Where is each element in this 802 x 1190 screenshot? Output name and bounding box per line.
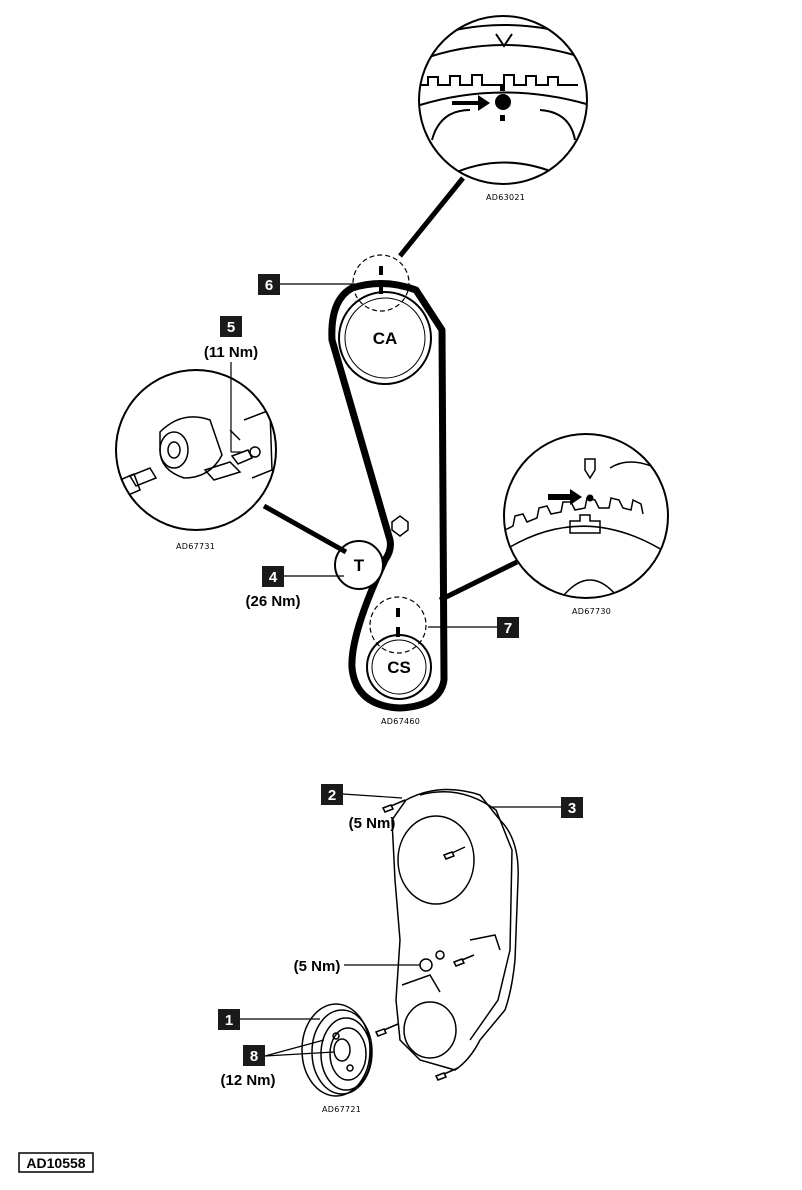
- callout-1: 1: [218, 1009, 240, 1030]
- svg-text:7: 7: [504, 620, 512, 637]
- torque-cover-upper: (5 Nm): [349, 815, 396, 832]
- timing-cover: [391, 788, 519, 1071]
- figure-reference: AD10558: [18, 1152, 94, 1173]
- callout-4: 4: [262, 566, 284, 587]
- cam-detail-code: AD63021: [486, 193, 525, 202]
- svg-text:5: 5: [227, 319, 235, 336]
- callout-5: 5: [220, 316, 242, 337]
- timing-belt-layout: CA CS T AD67460: [328, 254, 448, 726]
- torque-tensioner: (26 Nm): [245, 593, 300, 610]
- callout-8: 8: [243, 1045, 265, 1066]
- camshaft-timing-mark-detail: AD63021: [398, 15, 588, 258]
- cover-code: AD67721: [322, 1105, 361, 1114]
- camshaft-pulley: [338, 291, 432, 385]
- svg-text:6: 6: [265, 277, 273, 294]
- callout-2: 2: [321, 784, 343, 805]
- svg-text:2: 2: [328, 787, 336, 804]
- svg-text:8: 8: [250, 1048, 258, 1065]
- torque-labels: (11 Nm) (26 Nm) (5 Nm) (5 Nm) (12 Nm): [204, 344, 395, 1089]
- timing-belt: [328, 279, 448, 712]
- svg-text:1: 1: [225, 1012, 233, 1029]
- idler-hex-icon: [391, 515, 409, 537]
- svg-text:3: 3: [568, 800, 576, 817]
- svg-text:4: 4: [269, 569, 278, 586]
- belt-layout-code: AD67460: [381, 717, 420, 726]
- crankshaft-pulley-label: CS: [387, 658, 411, 677]
- tensioner-pulley-label: T: [354, 556, 365, 575]
- torque-crank-pulley: (12 Nm): [220, 1072, 275, 1089]
- torque-tensioner-bolt: (11 Nm): [204, 344, 258, 361]
- crankshaft-timing-mark-detail: AD67730: [438, 433, 669, 616]
- callout-6: 6: [258, 274, 280, 295]
- tensioner-detail: AD67731: [115, 369, 348, 555]
- callout-7: 7: [497, 617, 519, 638]
- camshaft-pulley-label: CA: [373, 329, 398, 348]
- tensioner-detail-code: AD67731: [176, 542, 215, 551]
- tensioner-pulley: [334, 540, 384, 590]
- leader-lines: [230, 283, 561, 1057]
- crank-detail-code: AD67730: [572, 607, 611, 616]
- figure-reference-code: AD10558: [26, 1155, 85, 1171]
- crankshaft-damper-pulley: [301, 1003, 371, 1097]
- callout-badges: 6 5 4 7 2 3 1 8: [218, 274, 583, 1066]
- callout-3: 3: [561, 797, 583, 818]
- timing-cover-assembly: AD67721: [301, 788, 519, 1114]
- torque-cover-middle: (5 Nm): [294, 958, 341, 975]
